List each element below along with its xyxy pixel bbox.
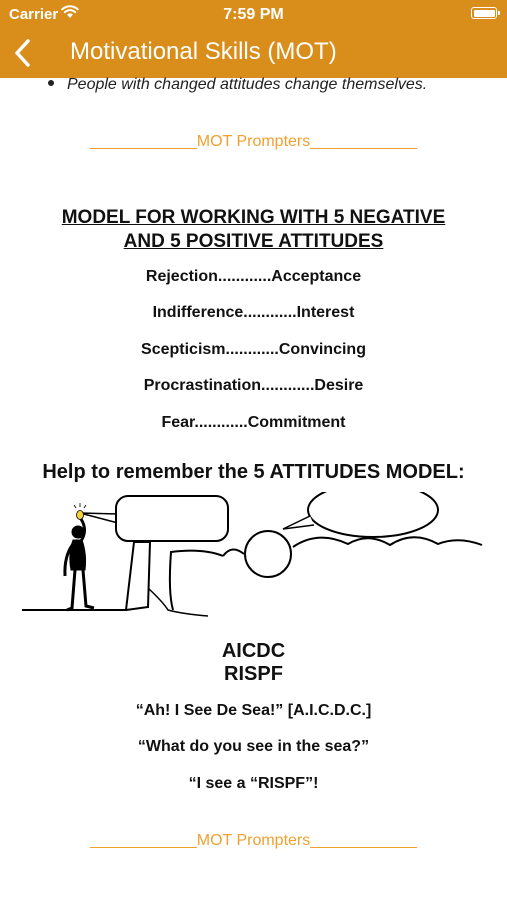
mot-prompters-link-top[interactable]: ____________MOT Prompters____________ [89, 133, 418, 150]
model-title: MODEL FOR WORKING WITH 5 NEGATIVE AND 5 … [0, 206, 507, 254]
carrier-label: Carrier [9, 6, 59, 23]
lightbulb-icon [73, 503, 87, 520]
status-time: 7:59 PM [223, 6, 284, 23]
chevron-left-icon [15, 39, 30, 67]
sea-illustration [22, 492, 483, 617]
attitude-pair: Scepticism............Convincing [141, 341, 366, 358]
attitude-pair: Fear............Commitment [161, 414, 346, 431]
list-item: People with changed attitudes change the… [48, 76, 427, 94]
mot-prompters-link-bottom[interactable]: ____________MOT Prompters____________ [89, 832, 418, 849]
page-title: Motivational Skills (MOT) [70, 38, 337, 65]
quote-line: “I see a “RISPF”! [188, 775, 319, 792]
help-title: Help to remember the 5 ATTITUDES MODEL: [42, 461, 465, 483]
person-figure [63, 518, 95, 612]
bullet-icon [48, 79, 54, 86]
top-bar: Carrier 7:59 PM Motivational Skills (MOT… [0, 0, 507, 78]
nav-bar: Motivational Skills (MOT) [0, 28, 507, 78]
quote-line: “What do you see in the sea?” [137, 738, 370, 755]
status-bar: Carrier 7:59 PM [0, 0, 507, 28]
model-title-line1: MODEL FOR WORKING WITH 5 NEGATIVE [61, 207, 446, 228]
model-title-line2: AND 5 POSITIVE ATTITUDES [123, 231, 384, 252]
attitude-pair: Indifference............Interest [152, 304, 355, 321]
wifi-icon [61, 5, 79, 18]
attitude-pair: Rejection............Acceptance [145, 268, 362, 285]
quote-line: “Ah! I See De Sea!” [A.I.C.D.C.] [135, 702, 372, 719]
code-aicdc: AICDC [221, 640, 286, 662]
code-rispf: RISPF [224, 663, 283, 685]
content-area[interactable]: People with changed attitudes change the… [0, 76, 507, 900]
bullet-text: People with changed attitudes change the… [67, 76, 428, 93]
battery-icon [471, 7, 500, 19]
back-button[interactable] [10, 33, 40, 73]
attitude-pair: Procrastination............Desire [143, 377, 364, 394]
